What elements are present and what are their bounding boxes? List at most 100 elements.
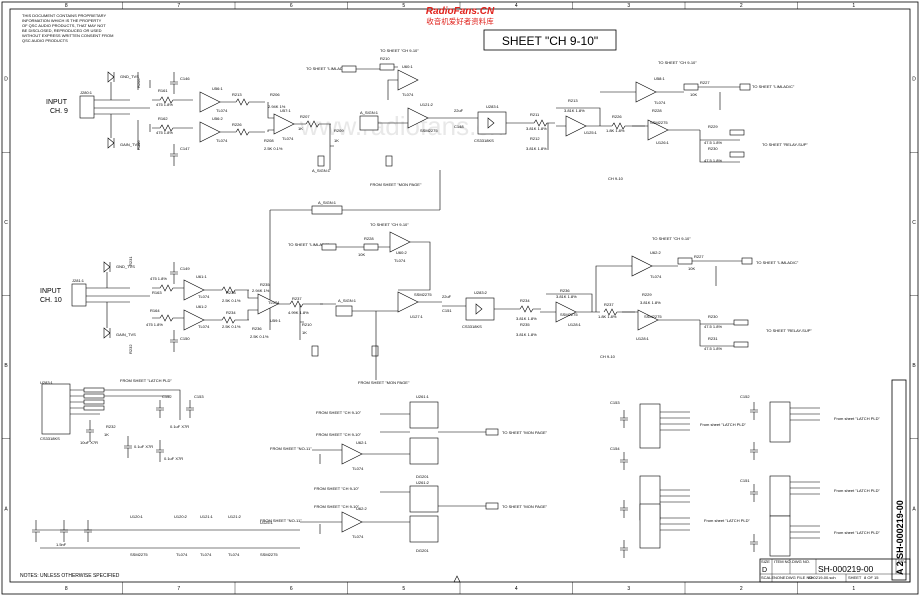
svg-text:SSM2275: SSM2275 [130, 552, 148, 557]
svg-text:R236: R236 [560, 288, 570, 293]
opamp [565, 115, 587, 137]
svg-text:FROM SHEET "NO-11": FROM SHEET "NO-11" [260, 518, 302, 523]
opamp [647, 119, 669, 141]
col-label-bottom: 6 [290, 586, 293, 592]
opamp [631, 255, 653, 277]
svg-text:U60:2: U60:2 [396, 250, 407, 255]
svg-text:R213: R213 [232, 92, 242, 97]
input-label-ch10: INPUT [40, 288, 62, 295]
row-label-left: A [4, 506, 8, 512]
svg-text:DG201: DG201 [416, 548, 429, 553]
svg-text:R207: R207 [300, 114, 310, 119]
svg-text:47.5 1.8%: 47.5 1.8% [704, 324, 722, 329]
title-doc-number: SH-000219-00 [818, 564, 874, 574]
title-block: SIZE D ITEM NO. DWG NO. SH-000219-00 REV… [759, 558, 911, 583]
sheet-title-box [483, 29, 617, 51]
svg-text:U120:2: U120:2 [174, 514, 188, 519]
col-label-top: 8 [65, 3, 68, 9]
svg-text:TL074: TL074 [282, 136, 294, 141]
row-label-left: D [4, 77, 8, 83]
svg-text:A_SIGN:1: A_SIGN:1 [318, 200, 337, 205]
col-label-bottom: 7 [177, 586, 180, 592]
input-label-ch9: INPUT [46, 99, 68, 106]
proprietary-notice: THIS DOCUMENT CONTAINS PROPRIETARY INFOR… [22, 13, 113, 43]
svg-text:J281:1: J281:1 [72, 278, 85, 283]
svg-text:FROM SHEET "LATCH PLD": FROM SHEET "LATCH PLD" [120, 378, 172, 383]
svg-text:10K: 10K [358, 252, 365, 257]
svg-text:R230: R230 [708, 146, 718, 151]
row-label-right: C [912, 220, 916, 226]
svg-text:WITHOUT EXPRESS WRITTEN CONSEN: WITHOUT EXPRESS WRITTEN CONSENT FROM [22, 33, 113, 38]
svg-text:THIS DOCUMENT CONTAINS PROPRIE: THIS DOCUMENT CONTAINS PROPRIETARY [22, 13, 106, 18]
svg-text:TL074: TL074 [402, 92, 414, 97]
svg-text:U128:1: U128:1 [568, 322, 582, 327]
svg-text:FROM SHEET "NO-11": FROM SHEET "NO-11" [270, 446, 312, 451]
svg-text:R229: R229 [708, 124, 718, 129]
svg-text:U62:1: U62:1 [356, 440, 367, 445]
svg-text:U58:1: U58:1 [654, 76, 665, 81]
col-label-bottom: 8 [65, 586, 68, 592]
svg-text:TL074: TL074 [200, 552, 212, 557]
svg-text:R164: R164 [150, 308, 160, 313]
svg-text:From sheet "LATCH PLD": From sheet "LATCH PLD" [700, 422, 746, 427]
svg-text:U60:1: U60:1 [402, 64, 413, 69]
opamp [635, 81, 657, 103]
opamp [183, 309, 205, 331]
svg-text:R206: R206 [270, 92, 280, 97]
svg-text:C150: C150 [180, 336, 190, 341]
side-strip-text: A 2 SH-000219-00 [895, 500, 905, 575]
analog-switch [359, 115, 379, 131]
svg-text:SSM2275: SSM2275 [650, 120, 668, 125]
svg-text:3.81K 1.8%: 3.81K 1.8% [526, 146, 547, 151]
svg-text:DWG FILE NO.: DWG FILE NO. [786, 575, 814, 580]
svg-text:2.5K 0.1%: 2.5K 0.1% [264, 146, 283, 151]
svg-text:R211: R211 [530, 112, 540, 117]
svg-text:R227: R227 [694, 254, 704, 259]
svg-text:U120:1: U120:1 [130, 514, 144, 519]
svg-text:A_SIGN:1: A_SIGN:1 [360, 110, 379, 115]
svg-text:GND_TVS: GND_TVS [116, 264, 135, 269]
svg-text:3.81K 1.8%: 3.81K 1.8% [640, 300, 661, 305]
switch [317, 155, 325, 167]
power-row: U120:1 U120:2 U121:1 U121:2 U125:1 SSM22… [32, 514, 300, 557]
svg-text:TL074: TL074 [352, 534, 364, 539]
svg-text:R231: R231 [128, 256, 133, 266]
row-label-left: B [4, 363, 8, 369]
svg-text:475 1.8%: 475 1.8% [156, 130, 173, 135]
svg-text:SIZE: SIZE [761, 559, 770, 564]
row-label-right: D [912, 77, 916, 83]
svg-text:A_SIGN:1: A_SIGN:1 [312, 168, 331, 173]
svg-text:TL074: TL074 [352, 466, 364, 471]
svg-text:47.5 1.8%: 47.5 1.8% [704, 140, 722, 145]
cs3318-control-ic [41, 383, 71, 435]
svg-text:2.94K 1%: 2.94K 1% [268, 104, 286, 109]
svg-text:1K: 1K [298, 126, 303, 131]
svg-text:SSM2275: SSM2275 [260, 552, 278, 557]
svg-text:From sheet "LATCH PLD": From sheet "LATCH PLD" [834, 416, 880, 421]
svg-text:R163: R163 [152, 290, 162, 295]
svg-text:C148: C148 [454, 124, 464, 129]
svg-text:475 1.8%: 475 1.8% [156, 102, 173, 107]
svg-text:C152: C152 [740, 394, 750, 399]
svg-text:TO SHEET "LIMLADC": TO SHEET "LIMLADC" [288, 242, 330, 247]
svg-text:3.81K 1.8%: 3.81K 1.8% [516, 332, 537, 337]
svg-text:U128:1: U128:1 [636, 336, 650, 341]
svg-text:U261:1: U261:1 [416, 394, 430, 399]
dg-switch [409, 515, 439, 543]
svg-text:22uF: 22uF [454, 108, 464, 113]
dg-switch [409, 401, 439, 429]
svg-text:R236: R236 [252, 326, 262, 331]
svg-text:C149: C149 [180, 266, 190, 271]
svg-text:2.5K 0.1%: 2.5K 0.1% [250, 334, 269, 339]
svg-text:SH0219-00.sch: SH0219-00.sch [808, 575, 836, 580]
svg-text:SCALE: SCALE [761, 575, 774, 580]
opamp [389, 231, 411, 253]
opamp [397, 291, 419, 313]
svg-text:FROM SHEET "CH 9-10": FROM SHEET "CH 9-10" [314, 486, 360, 491]
dg-switch [409, 437, 439, 465]
svg-text:A_SIGN:1: A_SIGN:1 [338, 298, 357, 303]
svg-text:CS3318KS: CS3318KS [474, 138, 494, 143]
col-label-bottom: 2 [740, 586, 743, 592]
svg-text:R205: R205 [136, 78, 141, 88]
